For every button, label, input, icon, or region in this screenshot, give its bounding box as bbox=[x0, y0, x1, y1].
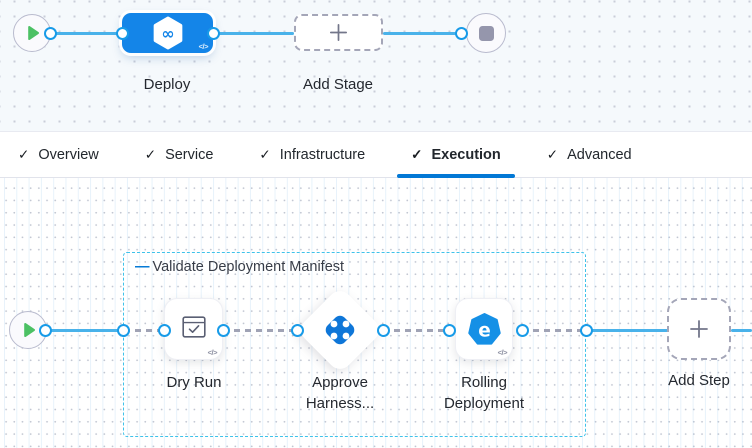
tab-label: Service bbox=[165, 146, 214, 163]
plus-icon bbox=[329, 23, 348, 42]
edge-line bbox=[383, 31, 456, 35]
step-group-name: Validate Deployment Manifest bbox=[152, 259, 345, 275]
check-icon: ✓ bbox=[411, 146, 423, 162]
edge-line-dashed bbox=[522, 328, 586, 332]
play-icon bbox=[23, 323, 35, 337]
connector-point[interactable] bbox=[290, 323, 304, 337]
tab-infrastructure[interactable]: ✓ Infrastructure bbox=[245, 132, 379, 177]
check-icon: ✓ bbox=[18, 146, 30, 162]
connector-point[interactable] bbox=[115, 26, 129, 40]
edge-line bbox=[586, 328, 668, 332]
tab-label: Advanced bbox=[567, 146, 632, 163]
step-label-rolling-deployment: Rolling Deployment bbox=[443, 374, 525, 412]
check-icon: ✓ bbox=[144, 146, 157, 162]
add-step-label: Add Step bbox=[668, 372, 730, 389]
tab-label: Infrastructure bbox=[279, 146, 366, 163]
step-node-dry-run[interactable]: </> bbox=[164, 298, 223, 360]
cd-stage-icon: ∞ bbox=[153, 16, 182, 50]
connector-point[interactable] bbox=[117, 323, 130, 337]
connector-point[interactable] bbox=[442, 323, 456, 337]
code-view-toggle-icon[interactable]: </> bbox=[198, 42, 209, 51]
svg-text:∞: ∞ bbox=[161, 24, 174, 43]
stage-canvas: ∞ </> Deploy Add Stage bbox=[0, 0, 752, 131]
edge-line bbox=[45, 328, 124, 332]
stage-label-deploy: Deploy bbox=[143, 76, 191, 93]
stage-node-deploy[interactable]: ∞ </> bbox=[122, 13, 213, 53]
step-label-approve: Approve Harness... bbox=[305, 374, 375, 412]
connector-point[interactable] bbox=[38, 323, 52, 337]
step-label-dry-run: Dry Run bbox=[166, 374, 222, 391]
code-view-toggle-icon[interactable]: </> bbox=[497, 348, 508, 357]
check-icon: ✓ bbox=[546, 146, 559, 162]
svg-text:e: e bbox=[478, 320, 491, 341]
connector-point[interactable] bbox=[515, 323, 529, 337]
connector-point[interactable] bbox=[376, 323, 390, 337]
tab-label: Overview bbox=[38, 146, 99, 163]
code-view-toggle-icon[interactable]: </> bbox=[207, 348, 218, 357]
edge-line bbox=[50, 31, 122, 35]
execution-canvas: — Validate Deployment Manifest </> bbox=[0, 178, 752, 448]
connector-point[interactable] bbox=[579, 323, 593, 337]
dry-run-icon bbox=[181, 316, 206, 338]
collapse-dash-icon[interactable]: — bbox=[135, 259, 150, 275]
rolling-deployment-icon: e bbox=[467, 312, 501, 345]
check-icon: ✓ bbox=[259, 146, 271, 162]
connector-point[interactable] bbox=[454, 26, 468, 40]
tab-execution[interactable]: ✓ Execution bbox=[397, 132, 515, 178]
edge-line-dashed bbox=[383, 328, 449, 332]
edge-line bbox=[213, 31, 294, 35]
harness-approval-icon bbox=[325, 315, 355, 345]
connector-point[interactable] bbox=[43, 26, 57, 40]
stage-config-tabbar: ✓ Overview ✓ Service ✓ Infrastructure ✓ … bbox=[0, 131, 752, 178]
edge-line bbox=[731, 328, 752, 332]
connector-point[interactable] bbox=[216, 323, 230, 337]
plus-icon bbox=[690, 320, 708, 338]
add-step-button[interactable] bbox=[667, 298, 731, 360]
pipeline-end-node[interactable] bbox=[466, 13, 506, 53]
step-node-rolling-deployment[interactable]: e </> bbox=[455, 298, 513, 360]
edge-line-dashed bbox=[223, 328, 297, 332]
step-group-label[interactable]: — Validate Deployment Manifest bbox=[135, 259, 344, 275]
tab-overview[interactable]: ✓ Overview bbox=[4, 132, 113, 177]
tab-advanced[interactable]: ✓ Advanced bbox=[533, 132, 646, 177]
step-group-validate-deployment-manifest[interactable]: — Validate Deployment Manifest bbox=[123, 252, 586, 437]
add-stage-button[interactable] bbox=[294, 14, 383, 51]
edge-line-dashed bbox=[124, 328, 165, 332]
tab-label: Execution bbox=[431, 146, 501, 163]
play-icon bbox=[27, 26, 39, 40]
connector-point[interactable] bbox=[206, 26, 220, 40]
connector-point[interactable] bbox=[158, 323, 171, 337]
add-stage-label: Add Stage bbox=[302, 76, 374, 93]
stop-icon bbox=[478, 25, 494, 41]
tab-service[interactable]: ✓ Service bbox=[131, 132, 228, 177]
